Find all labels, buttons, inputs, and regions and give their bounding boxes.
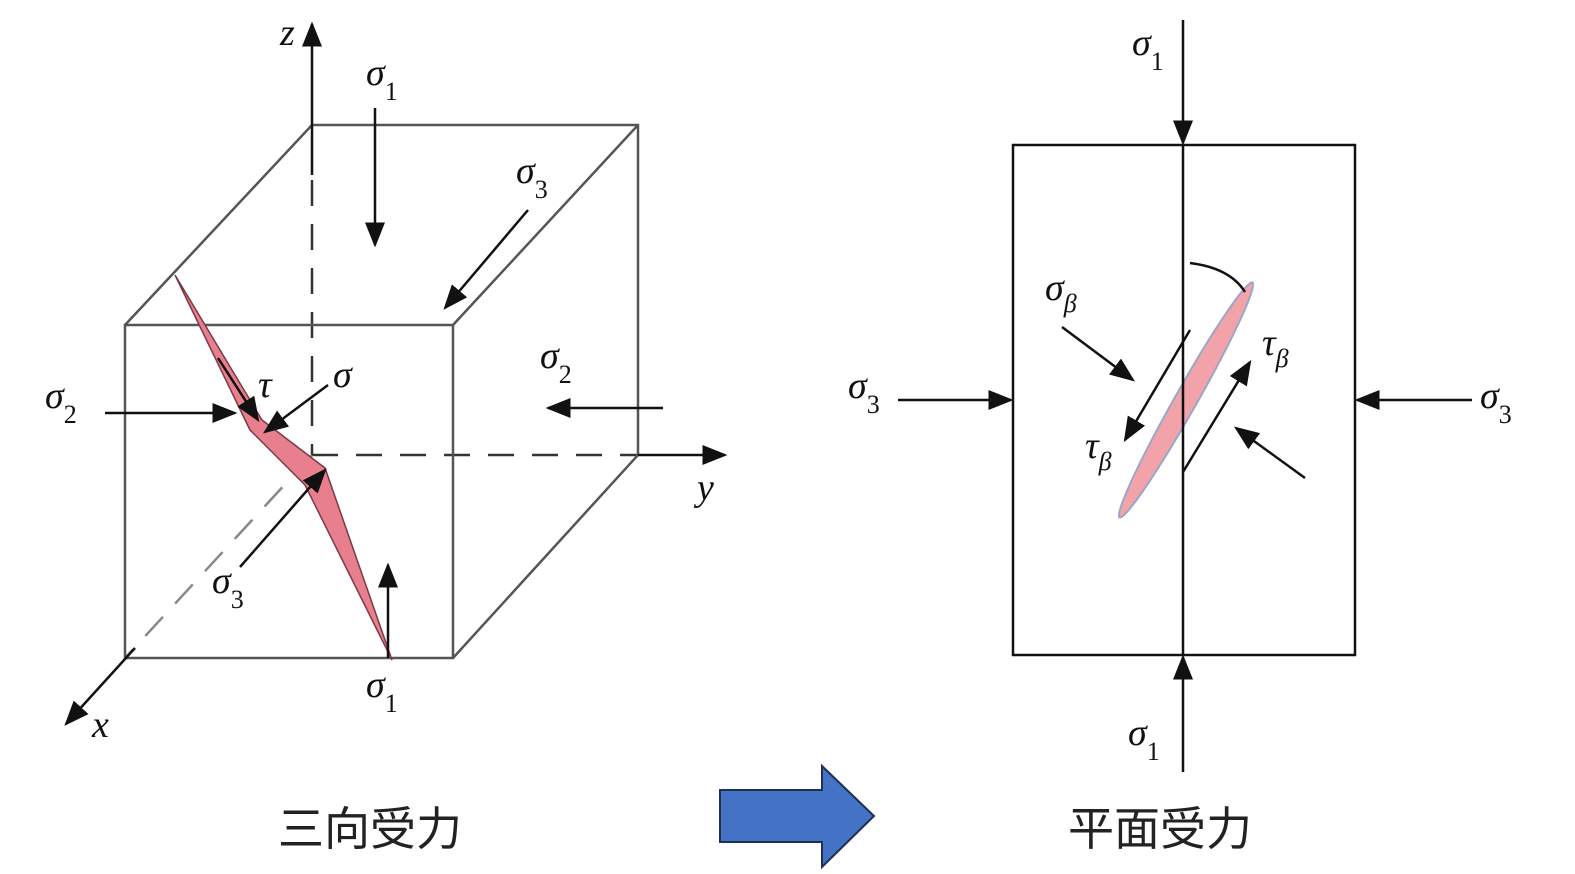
z-axis-label: z: [279, 12, 295, 54]
fracture-ellipse: [1117, 281, 1255, 519]
normal-right-arrow: [1233, 426, 1306, 480]
label-sigma: σ: [333, 354, 353, 396]
sigma3-top-arrow: [443, 209, 529, 310]
label-sigma3-left: σ3: [848, 365, 880, 419]
fracture-plane: [174, 274, 393, 661]
caption-plane: 平面受力: [1068, 802, 1252, 856]
caption-triaxial: 三向受力: [278, 802, 462, 856]
angle-arc: [1189, 261, 1247, 293]
cube-front-face: [123, 323, 455, 660]
x-axis-label: x: [91, 704, 109, 746]
label-sigma3-inner: σ3: [212, 560, 244, 614]
cube-edge: [452, 124, 639, 326]
triaxial-cube: z y x σ1 σ3 σ2 σ2 τ σ σ3 σ1: [45, 12, 728, 746]
label-sigma1-top: σ1: [366, 52, 398, 106]
label-tau-beta-left: τβ: [1085, 425, 1112, 476]
sigma-beta-arrow: [1061, 325, 1136, 382]
label-tau: τ: [258, 364, 273, 406]
tau-arrow: [216, 357, 260, 423]
cube-back-edges: [124, 123, 640, 659]
tau-beta-right-arrow: [1181, 359, 1252, 473]
tau-beta-left-arrow: [1123, 329, 1192, 443]
plane-stress: σ1 σ1 σ3 σ3 σβ τβ τβ: [848, 20, 1512, 772]
label-tau-beta-right: τβ: [1262, 322, 1289, 373]
label-sigma1-top: σ1: [1132, 22, 1164, 76]
y-axis-label: y: [693, 467, 714, 509]
x-axis: [64, 647, 136, 726]
sigma3-inner-arrow: [239, 468, 327, 568]
label-sigma3-right: σ3: [1480, 375, 1512, 429]
transition-arrow-icon: [719, 763, 876, 870]
sigma-arrow: [262, 383, 329, 434]
label-sigma2-left: σ2: [45, 375, 77, 429]
label-sigma1-bottom: σ1: [366, 664, 398, 718]
label-sigma1-bottom: σ1: [1128, 712, 1160, 766]
x-axis-hidden: [124, 454, 313, 659]
label-sigma2-right: σ2: [540, 335, 572, 389]
label-sigma-beta: σβ: [1045, 267, 1077, 318]
label-sigma3-top: σ3: [516, 150, 548, 204]
